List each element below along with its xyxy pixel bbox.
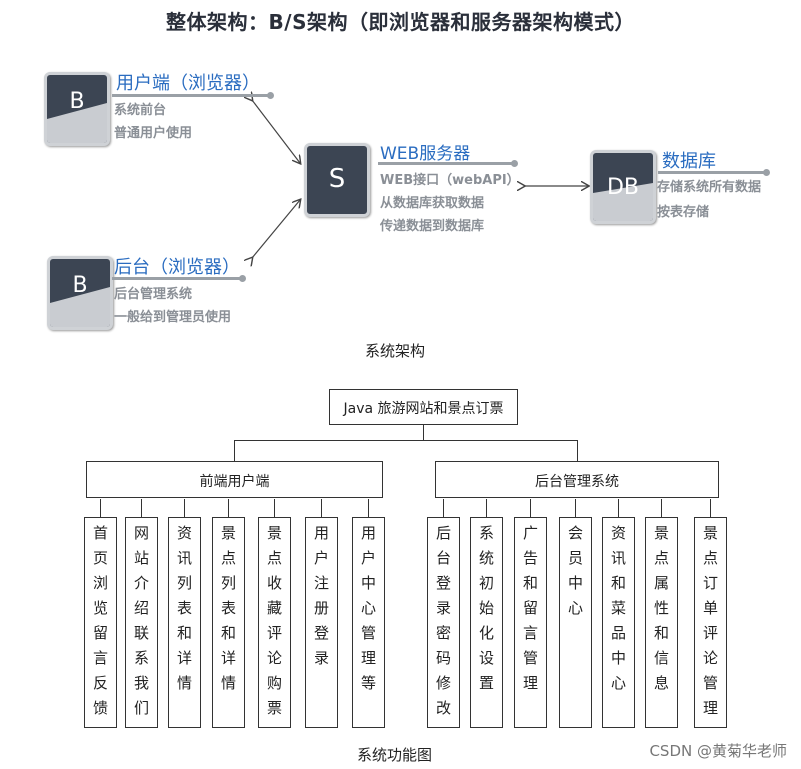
admin-underline xyxy=(112,275,246,282)
server-underline xyxy=(378,160,518,167)
root-branch-line xyxy=(234,440,577,441)
tile-letter: S xyxy=(328,164,346,194)
leaf-label: 资 讯 和 菜 品 中 心 xyxy=(610,524,626,692)
leaf-box: 系 统 初 始 化 设 置 xyxy=(470,517,503,728)
group-label: 后台管理系统 xyxy=(535,474,619,490)
watermark: CSDN @黄菊华老师 xyxy=(649,742,787,760)
leaf-connector xyxy=(228,499,229,517)
group-connector xyxy=(234,440,235,461)
leaf-box: 网 站 介 绍 联 系 我 们 xyxy=(125,517,158,728)
leaf-connector xyxy=(184,499,185,517)
server-tile-icon: S xyxy=(304,143,370,217)
leaf-connector xyxy=(710,499,711,517)
leaf-box: 用 户 注 册 登 录 xyxy=(305,517,338,728)
leaf-label: 首 页 浏 览 留 言 反 馈 xyxy=(92,524,108,717)
leaf-box: 景 点 属 性 和 信 息 xyxy=(645,517,678,728)
leaf-connector xyxy=(443,499,444,517)
architecture-caption: 系统架构 xyxy=(365,342,426,360)
server-desc-1: WEB接口（webAPI） xyxy=(380,173,520,188)
tile-letter: B xyxy=(72,273,88,298)
leaf-box: 景 点 列 表 和 详 情 xyxy=(212,517,245,728)
leaf-box: 首 页 浏 览 留 言 反 馈 xyxy=(84,517,117,728)
group-box-frontend: 前端用户端 xyxy=(86,461,383,498)
database-title: 数据库 xyxy=(662,151,716,172)
client-title: 用户端（浏览器） xyxy=(116,73,260,94)
leaf-connector xyxy=(661,499,662,517)
leaf-connector xyxy=(486,499,487,517)
leaf-label: 资 讯 列 表 和 详 情 xyxy=(176,524,192,692)
leaf-connector xyxy=(274,499,275,517)
group-label: 前端用户端 xyxy=(199,474,270,490)
leaf-label: 景 点 属 性 和 信 息 xyxy=(653,524,669,692)
leaf-box: 广 告 和 留 言 管 理 xyxy=(514,517,547,728)
tree-root-label: Java 旅游网站和景点订票 xyxy=(343,401,504,417)
group-box-backend: 后台管理系统 xyxy=(435,461,719,498)
leaf-box: 资 讯 列 表 和 详 情 xyxy=(168,517,201,728)
leaf-box: 用 户 中 心 管 理 等 xyxy=(352,517,385,728)
leaf-label: 用 户 注 册 登 录 xyxy=(313,524,329,667)
leaf-label: 后 台 登 录 密 码 修 改 xyxy=(435,524,451,717)
browser-tile-icon: B xyxy=(47,256,113,330)
leaf-box: 后 台 登 录 密 码 修 改 xyxy=(427,517,460,728)
leaf-box: 资 讯 和 菜 品 中 心 xyxy=(602,517,635,728)
leaf-label: 景 点 订 单 评 论 管 理 xyxy=(702,524,718,717)
leaf-label: 会 员 中 心 xyxy=(567,524,583,617)
arrow-client-server xyxy=(252,100,300,163)
admin-desc-1: 后台管理系统 xyxy=(114,287,193,302)
leaf-label: 广 告 和 留 言 管 理 xyxy=(522,524,538,692)
tile-letter: B xyxy=(69,89,85,114)
group-connector xyxy=(577,440,578,461)
database-desc-1: 存储系统所有数据 xyxy=(657,180,762,195)
page-title: 整体架构：B/S架构（即浏览器和服务器架构模式） xyxy=(166,10,635,34)
tile-letter: DB xyxy=(606,175,640,200)
arrow-admin-server xyxy=(252,200,300,258)
server-desc-3: 传递数据到数据库 xyxy=(380,219,485,234)
leaf-label: 景 点 收 藏 评 论 购 票 xyxy=(266,524,282,717)
leaf-label: 网 站 介 绍 联 系 我 们 xyxy=(133,524,149,717)
leaf-connector xyxy=(618,499,619,517)
admin-title: 后台（浏览器） xyxy=(114,257,240,278)
client-underline xyxy=(112,92,274,99)
browser-tile-icon: B xyxy=(44,72,110,146)
leaf-connector xyxy=(321,499,322,517)
admin-desc-2: 一般给到管理员使用 xyxy=(114,310,232,325)
leaf-connector xyxy=(530,499,531,517)
client-desc-2: 普通用户使用 xyxy=(114,126,193,141)
leaf-box: 会 员 中 心 xyxy=(559,517,592,728)
client-desc-1: 系统前台 xyxy=(114,103,167,118)
function-caption: 系统功能图 xyxy=(357,746,433,764)
leaf-label: 景 点 列 表 和 详 情 xyxy=(220,524,236,692)
leaf-label: 系 统 初 始 化 设 置 xyxy=(478,524,494,692)
leaf-connector xyxy=(141,499,142,517)
root-connector xyxy=(423,425,424,440)
leaf-connector xyxy=(100,499,101,517)
leaf-connector xyxy=(575,499,576,517)
leaf-label: 用 户 中 心 管 理 等 xyxy=(360,524,376,692)
database-underline xyxy=(658,169,770,176)
leaf-box: 景 点 收 藏 评 论 购 票 xyxy=(258,517,291,728)
database-tile-icon: DB xyxy=(590,150,656,224)
architecture-arrows xyxy=(0,0,801,340)
server-desc-2: 从数据库获取数据 xyxy=(380,196,485,211)
leaf-box: 景 点 订 单 评 论 管 理 xyxy=(694,517,727,728)
database-desc-2: 按表存储 xyxy=(657,205,710,220)
tree-root-box: Java 旅游网站和景点订票 xyxy=(329,389,518,425)
leaf-connector xyxy=(368,499,369,517)
server-title: WEB服务器 xyxy=(380,144,471,164)
